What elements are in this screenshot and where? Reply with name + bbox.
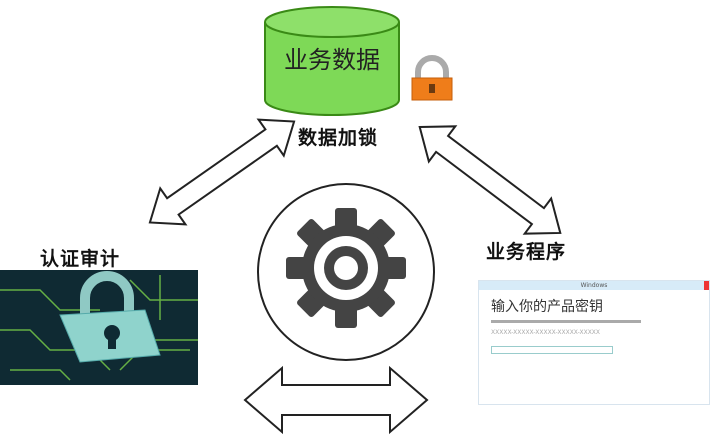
circuit-lock-image xyxy=(0,270,198,385)
double-arrow-left xyxy=(148,118,296,226)
padlock-icon xyxy=(411,55,453,101)
auth-label: 认证审计 xyxy=(40,248,121,270)
lock-caption: 数据加锁 xyxy=(298,127,379,149)
dialog-heading: 输入你的产品密钥 xyxy=(491,299,603,315)
program-label: 业务程序 xyxy=(486,241,567,263)
double-arrow-right xyxy=(418,125,562,235)
key-placeholder: XXXXX-XXXXX-XXXXX-XXXXX-XXXXX xyxy=(491,329,601,336)
database-label: 业务数据 xyxy=(284,46,380,74)
database-cylinder xyxy=(264,6,400,116)
gear-icon xyxy=(286,208,406,328)
double-arrow-bottom xyxy=(243,365,429,435)
dialog-title: Windows xyxy=(580,282,608,289)
close-button[interactable] xyxy=(704,281,709,290)
product-key-input[interactable] xyxy=(491,346,613,354)
product-key-dialog: Windows 输入你的产品密钥 XXXXX-XXXXX-XXXXX-XXXXX… xyxy=(478,280,710,405)
description-text xyxy=(491,320,641,323)
